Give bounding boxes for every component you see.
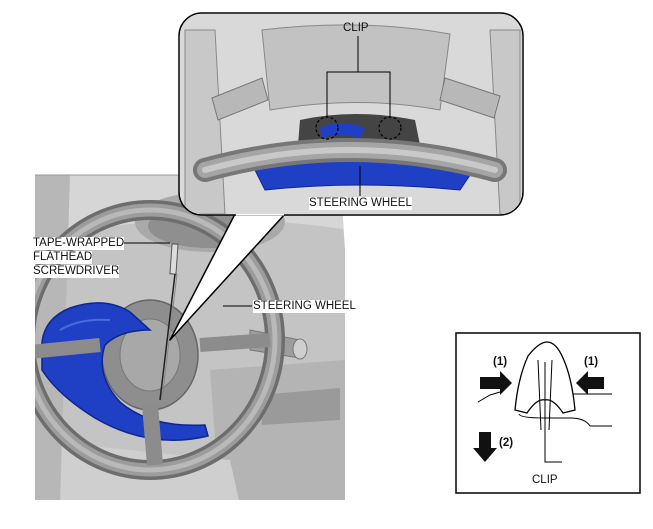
- arrow-left-icon: [576, 371, 604, 395]
- arrow-right-icon: [480, 371, 512, 395]
- detail-step-2: (2): [499, 437, 514, 449]
- clip-detail-inset: [455, 332, 641, 494]
- callout-clip-label: CLIP: [343, 22, 369, 34]
- detail-step-1-left: (1): [493, 356, 508, 368]
- main-interior-view: [35, 175, 345, 500]
- detail-step-1-right: (1): [584, 356, 599, 368]
- main-steering-wheel-label: STEERING WHEEL: [253, 300, 356, 313]
- callout-close-up: [180, 14, 522, 214]
- screwdriver-illustration: [159, 243, 179, 401]
- tool-label-line-3: SCREWDRIVER: [33, 265, 120, 278]
- detail-clip-label: CLIP: [532, 474, 558, 486]
- arrow-down-icon: [473, 432, 497, 462]
- callout-steering-wheel-label: STEERING WHEEL: [309, 197, 412, 210]
- tool-label-line-2: FLATHEAD: [33, 251, 93, 264]
- tool-label-line-1: TAPE-WRAPPED: [33, 237, 125, 250]
